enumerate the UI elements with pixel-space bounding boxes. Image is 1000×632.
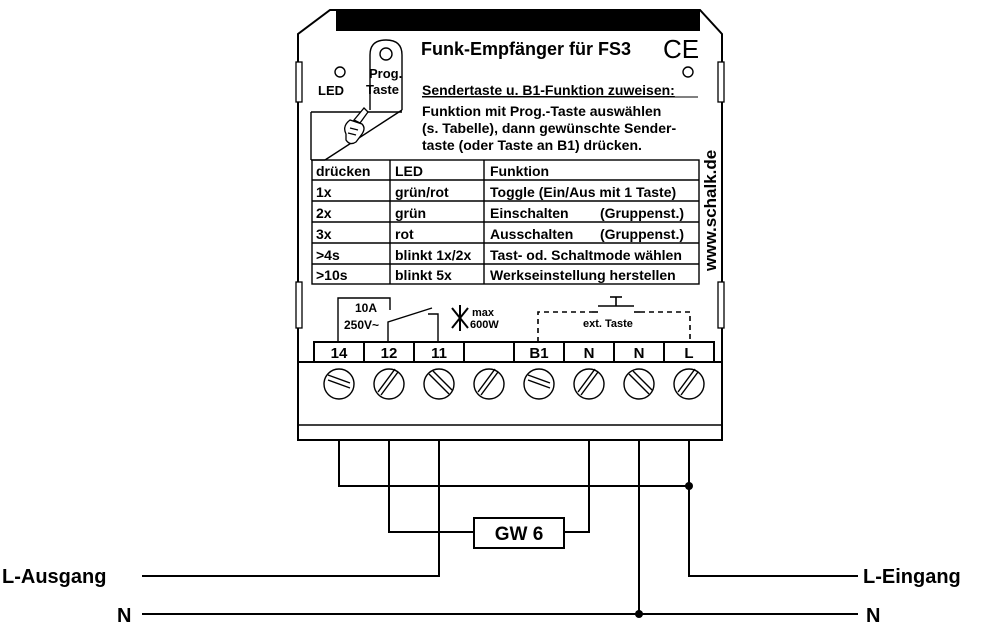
relay-voltage: 250V~ [344, 318, 379, 332]
instructions-line: (s. Tabelle), dann gewünschte Sender- [422, 120, 676, 136]
header-band: Schalk FE3 SE 230V~ [336, 11, 700, 33]
table-cell: >4s [316, 247, 340, 263]
terminal-label: B1 [529, 345, 548, 362]
table-cell: Einschalten [490, 205, 569, 221]
screw-icon [523, 368, 555, 400]
table-cell: grün [395, 205, 426, 221]
table-cell: rot [395, 226, 414, 242]
terminal-screws [323, 368, 705, 400]
screw-icon [323, 368, 355, 400]
model-name: FE3 SE [512, 12, 577, 33]
external-wiring [142, 440, 858, 618]
table-cell: (Gruppenst.) [600, 226, 684, 242]
relay-symbol: 10A 250V~ [337, 297, 439, 342]
instructions-line: taste (oder Taste an B1) drücken. [422, 137, 642, 153]
ce-mark: CE [663, 34, 699, 64]
n-left-label: N [117, 605, 131, 627]
function-table: drücken LED Funktion 1x grün/rot Toggle … [311, 159, 700, 285]
l-eingang-label: L-Eingang [863, 566, 961, 588]
terminal-label: 12 [381, 345, 398, 362]
prog-button[interactable] [379, 47, 393, 61]
table-cell: 3x [316, 226, 332, 242]
voltage-rating: 230V~ [625, 15, 672, 32]
table-cell: Ausschalten [490, 226, 573, 242]
table-cell: Toggle (Ein/Aus mit 1 Taste) [490, 184, 676, 200]
table-cell: >10s [316, 267, 348, 283]
terminal-label: 14 [331, 345, 348, 362]
junction-dot [685, 482, 693, 490]
lamp-max-label: max [472, 307, 495, 319]
terminal-strip: 14 12 11 B1 N N L [298, 341, 722, 363]
led-indicator-icon [334, 66, 346, 78]
lamp-symbol-icon [451, 305, 469, 331]
lamp-power-label: 600W [470, 319, 499, 331]
screw-icon [673, 368, 705, 400]
table-cell: blinkt 5x [395, 267, 452, 283]
junction-dot [635, 610, 643, 618]
terminal-label: 11 [431, 345, 447, 362]
device-housing [295, 9, 725, 441]
screw-icon [423, 368, 455, 400]
relay-current: 10A [355, 301, 377, 315]
table-header-cell: drücken [316, 163, 370, 179]
prog-label-2: Taste [366, 82, 399, 97]
instructions-line: Funktion mit Prog.-Taste auswählen [422, 103, 661, 119]
n-right-label: N [866, 605, 880, 627]
l-ausgang-label: L-Ausgang [2, 566, 106, 588]
ext-button-label: ext. Taste [583, 318, 633, 330]
led-label: LED [318, 83, 344, 98]
screw-icon [373, 368, 405, 400]
table-cell: grün/rot [395, 184, 449, 200]
table-cell: 1x [316, 184, 332, 200]
table-cell: (Gruppenst.) [600, 205, 684, 221]
gw6-label: GW 6 [495, 524, 544, 545]
mounting-hole-icon [682, 66, 694, 78]
screw-icon [623, 368, 655, 400]
prog-label-1: Prog. [369, 66, 402, 81]
terminal-label: N [634, 345, 645, 362]
terminal-label: L [684, 345, 693, 362]
table-cell: Tast- od. Schaltmode wählen [490, 247, 682, 263]
table-cell: Werkseinstellung herstellen [490, 267, 676, 283]
pointing-hand-icon [344, 107, 369, 145]
device-title: Funk-Empfänger für FS3 [421, 39, 631, 59]
screw-icon [573, 368, 605, 400]
table-header-cell: Funktion [490, 163, 549, 179]
table-cell: blinkt 1x/2x [395, 247, 471, 263]
table-header-cell: LED [395, 163, 423, 179]
website-url: www.schalk.de [701, 150, 720, 272]
instructions-heading: Sendertaste u. B1-Funktion zuweisen: [422, 82, 675, 98]
instructions: Sendertaste u. B1-Funktion zuweisen: Fun… [422, 82, 698, 153]
terminal-label: N [584, 345, 595, 362]
ext-button-symbol: ext. Taste [537, 296, 691, 342]
gw6-component: GW 6 [473, 517, 565, 549]
screw-icon [473, 368, 505, 400]
table-cell: 2x [316, 205, 332, 221]
brand-logo: Schalk [345, 12, 408, 33]
prog-button-housing [369, 39, 403, 110]
